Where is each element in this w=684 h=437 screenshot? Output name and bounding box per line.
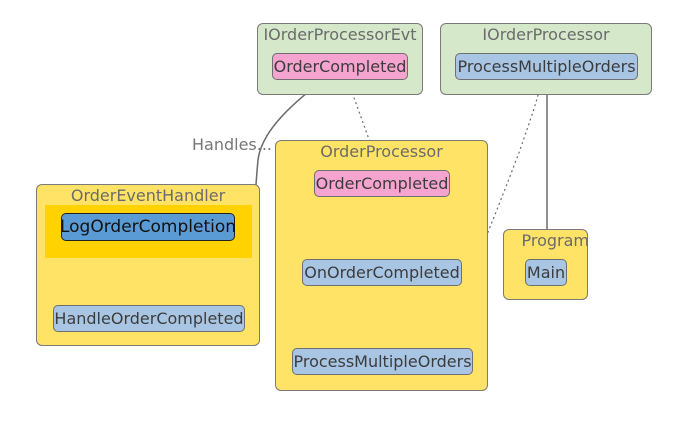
group-title: OrderProcessor <box>320 142 443 161</box>
node-logordercompletion[interactable]: LogOrderCompletion <box>60 213 236 241</box>
group-program: Program <box>503 229 589 300</box>
node-processmultipleorders[interactable]: ProcessMultipleOrders <box>292 348 473 375</box>
node-ordercompleted[interactable]: OrderCompleted <box>314 170 450 197</box>
node-handleordercompleted[interactable]: HandleOrderCompleted <box>53 305 245 332</box>
node-iorderprocessorevt-ordercompleted[interactable]: OrderCompleted <box>272 53 408 80</box>
node-iorderprocessor-processmultipleorders[interactable]: ProcessMultipleOrders <box>455 53 638 80</box>
group-title: Program <box>521 231 589 250</box>
node-onordercompleted[interactable]: OnOrderCompleted <box>302 259 462 286</box>
group-title: OrderEventHandler <box>70 186 226 205</box>
node-main[interactable]: Main <box>525 259 567 286</box>
group-title: IOrderProcessorEvt <box>263 25 417 44</box>
group-title: IOrderProcessor <box>482 25 610 44</box>
edge-label-handles: Handles... <box>192 135 273 154</box>
